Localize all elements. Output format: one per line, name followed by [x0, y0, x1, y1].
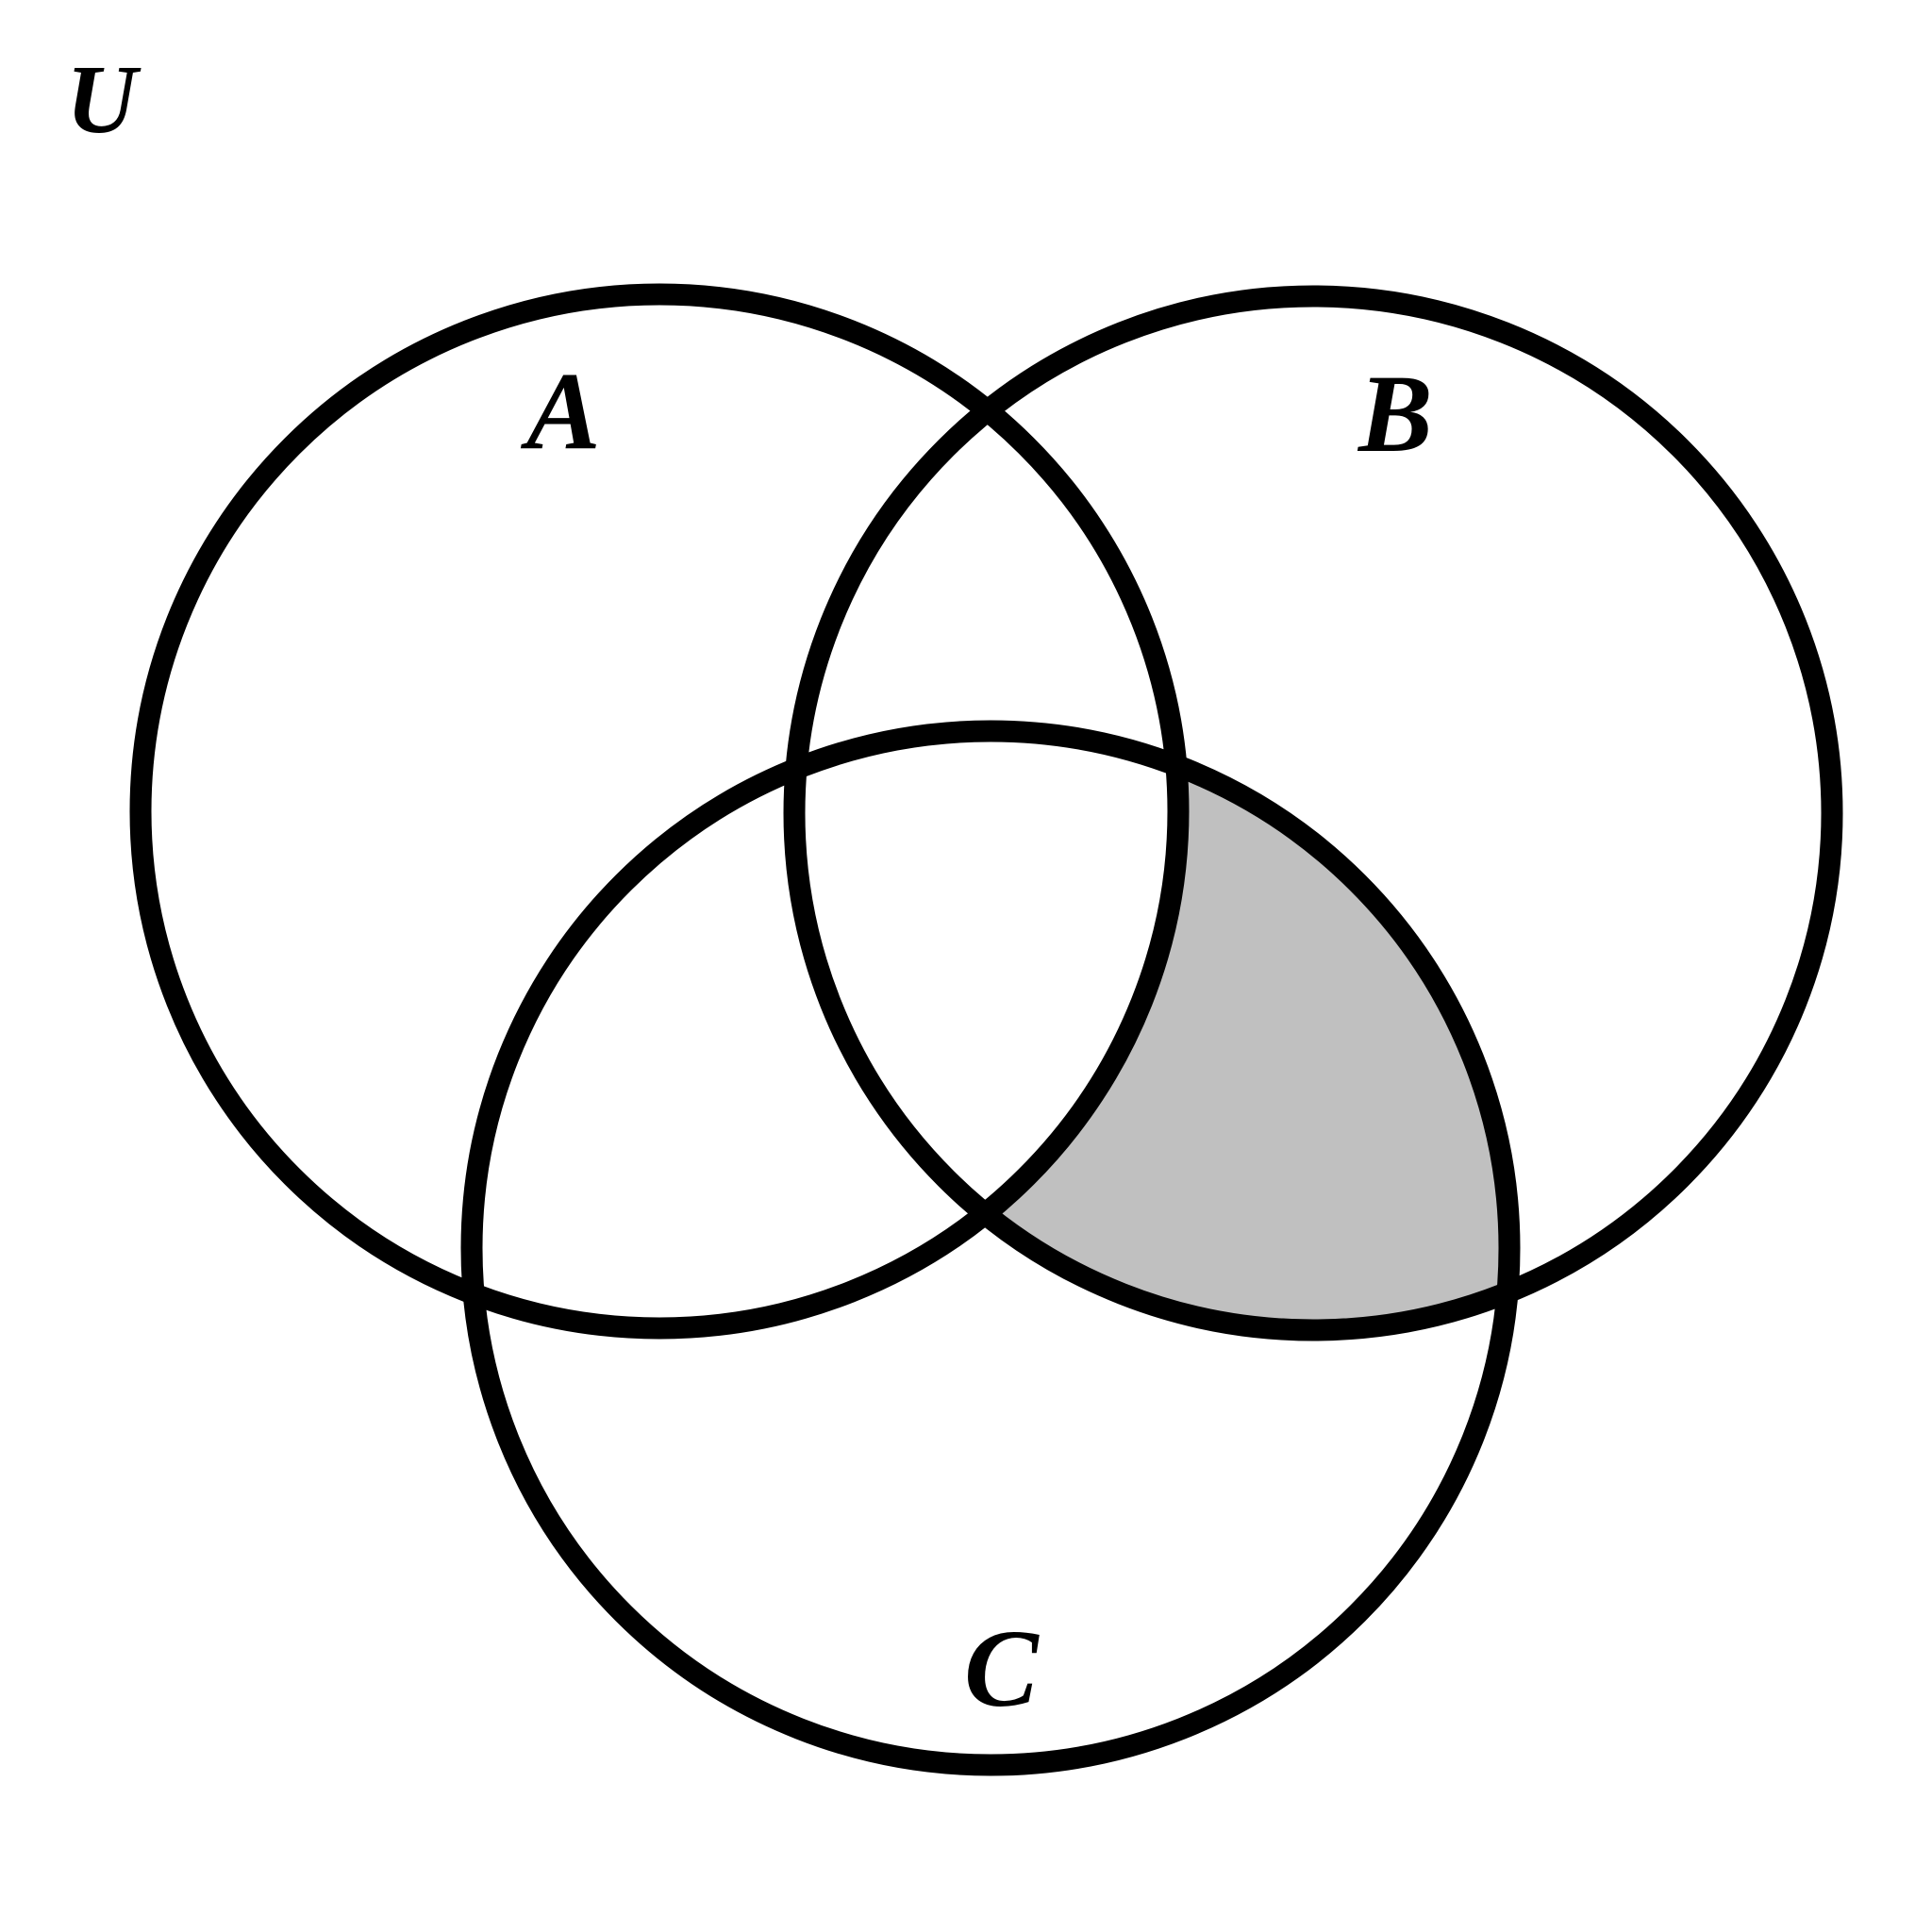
set-a-label: A	[520, 349, 601, 473]
set-c-circle	[460, 720, 1521, 1776]
set-b-label: B	[1357, 352, 1433, 475]
set-c-label: C	[964, 1607, 1040, 1730]
set-a-circle	[129, 283, 1190, 1340]
set-b-circle	[783, 285, 1843, 1341]
universe-label: U	[66, 45, 142, 154]
